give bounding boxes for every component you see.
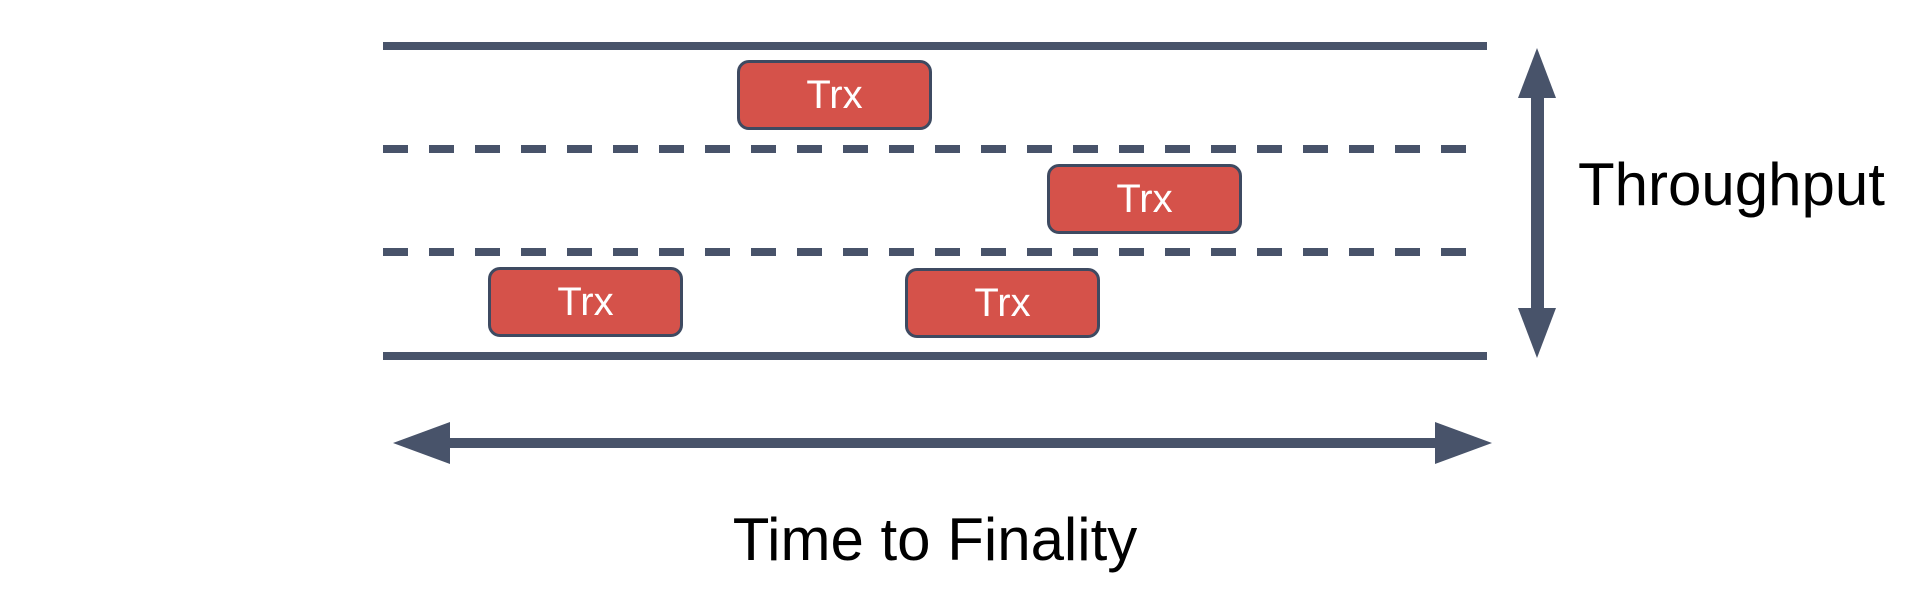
lane-divider-2 [383,248,1487,256]
road-top-edge [383,42,1487,50]
lane-divider-1 [383,145,1487,153]
trx-box-middle-lane: Trx [1047,164,1242,234]
trx-box-bottom-lane-right: Trx [905,268,1100,338]
time-to-finality-arrow-shaft [447,438,1438,448]
arrowhead-left-icon [393,422,450,464]
time-to-finality-label: Time to Finality [732,506,1138,573]
trx-label: Trx [1116,177,1173,221]
arrowhead-up-icon [1518,48,1556,98]
trx-label: Trx [806,73,863,117]
trx-box-top-lane: Trx [737,60,932,130]
throughput-label: Throughput [1578,151,1885,218]
trx-label: Trx [974,281,1031,325]
arrowhead-down-icon [1518,308,1556,358]
trx-box-bottom-lane-left: Trx [488,267,683,337]
throughput-arrow-shaft [1531,94,1544,312]
road-bottom-edge [383,352,1487,360]
trx-label: Trx [557,280,614,324]
arrowhead-right-icon [1435,422,1492,464]
